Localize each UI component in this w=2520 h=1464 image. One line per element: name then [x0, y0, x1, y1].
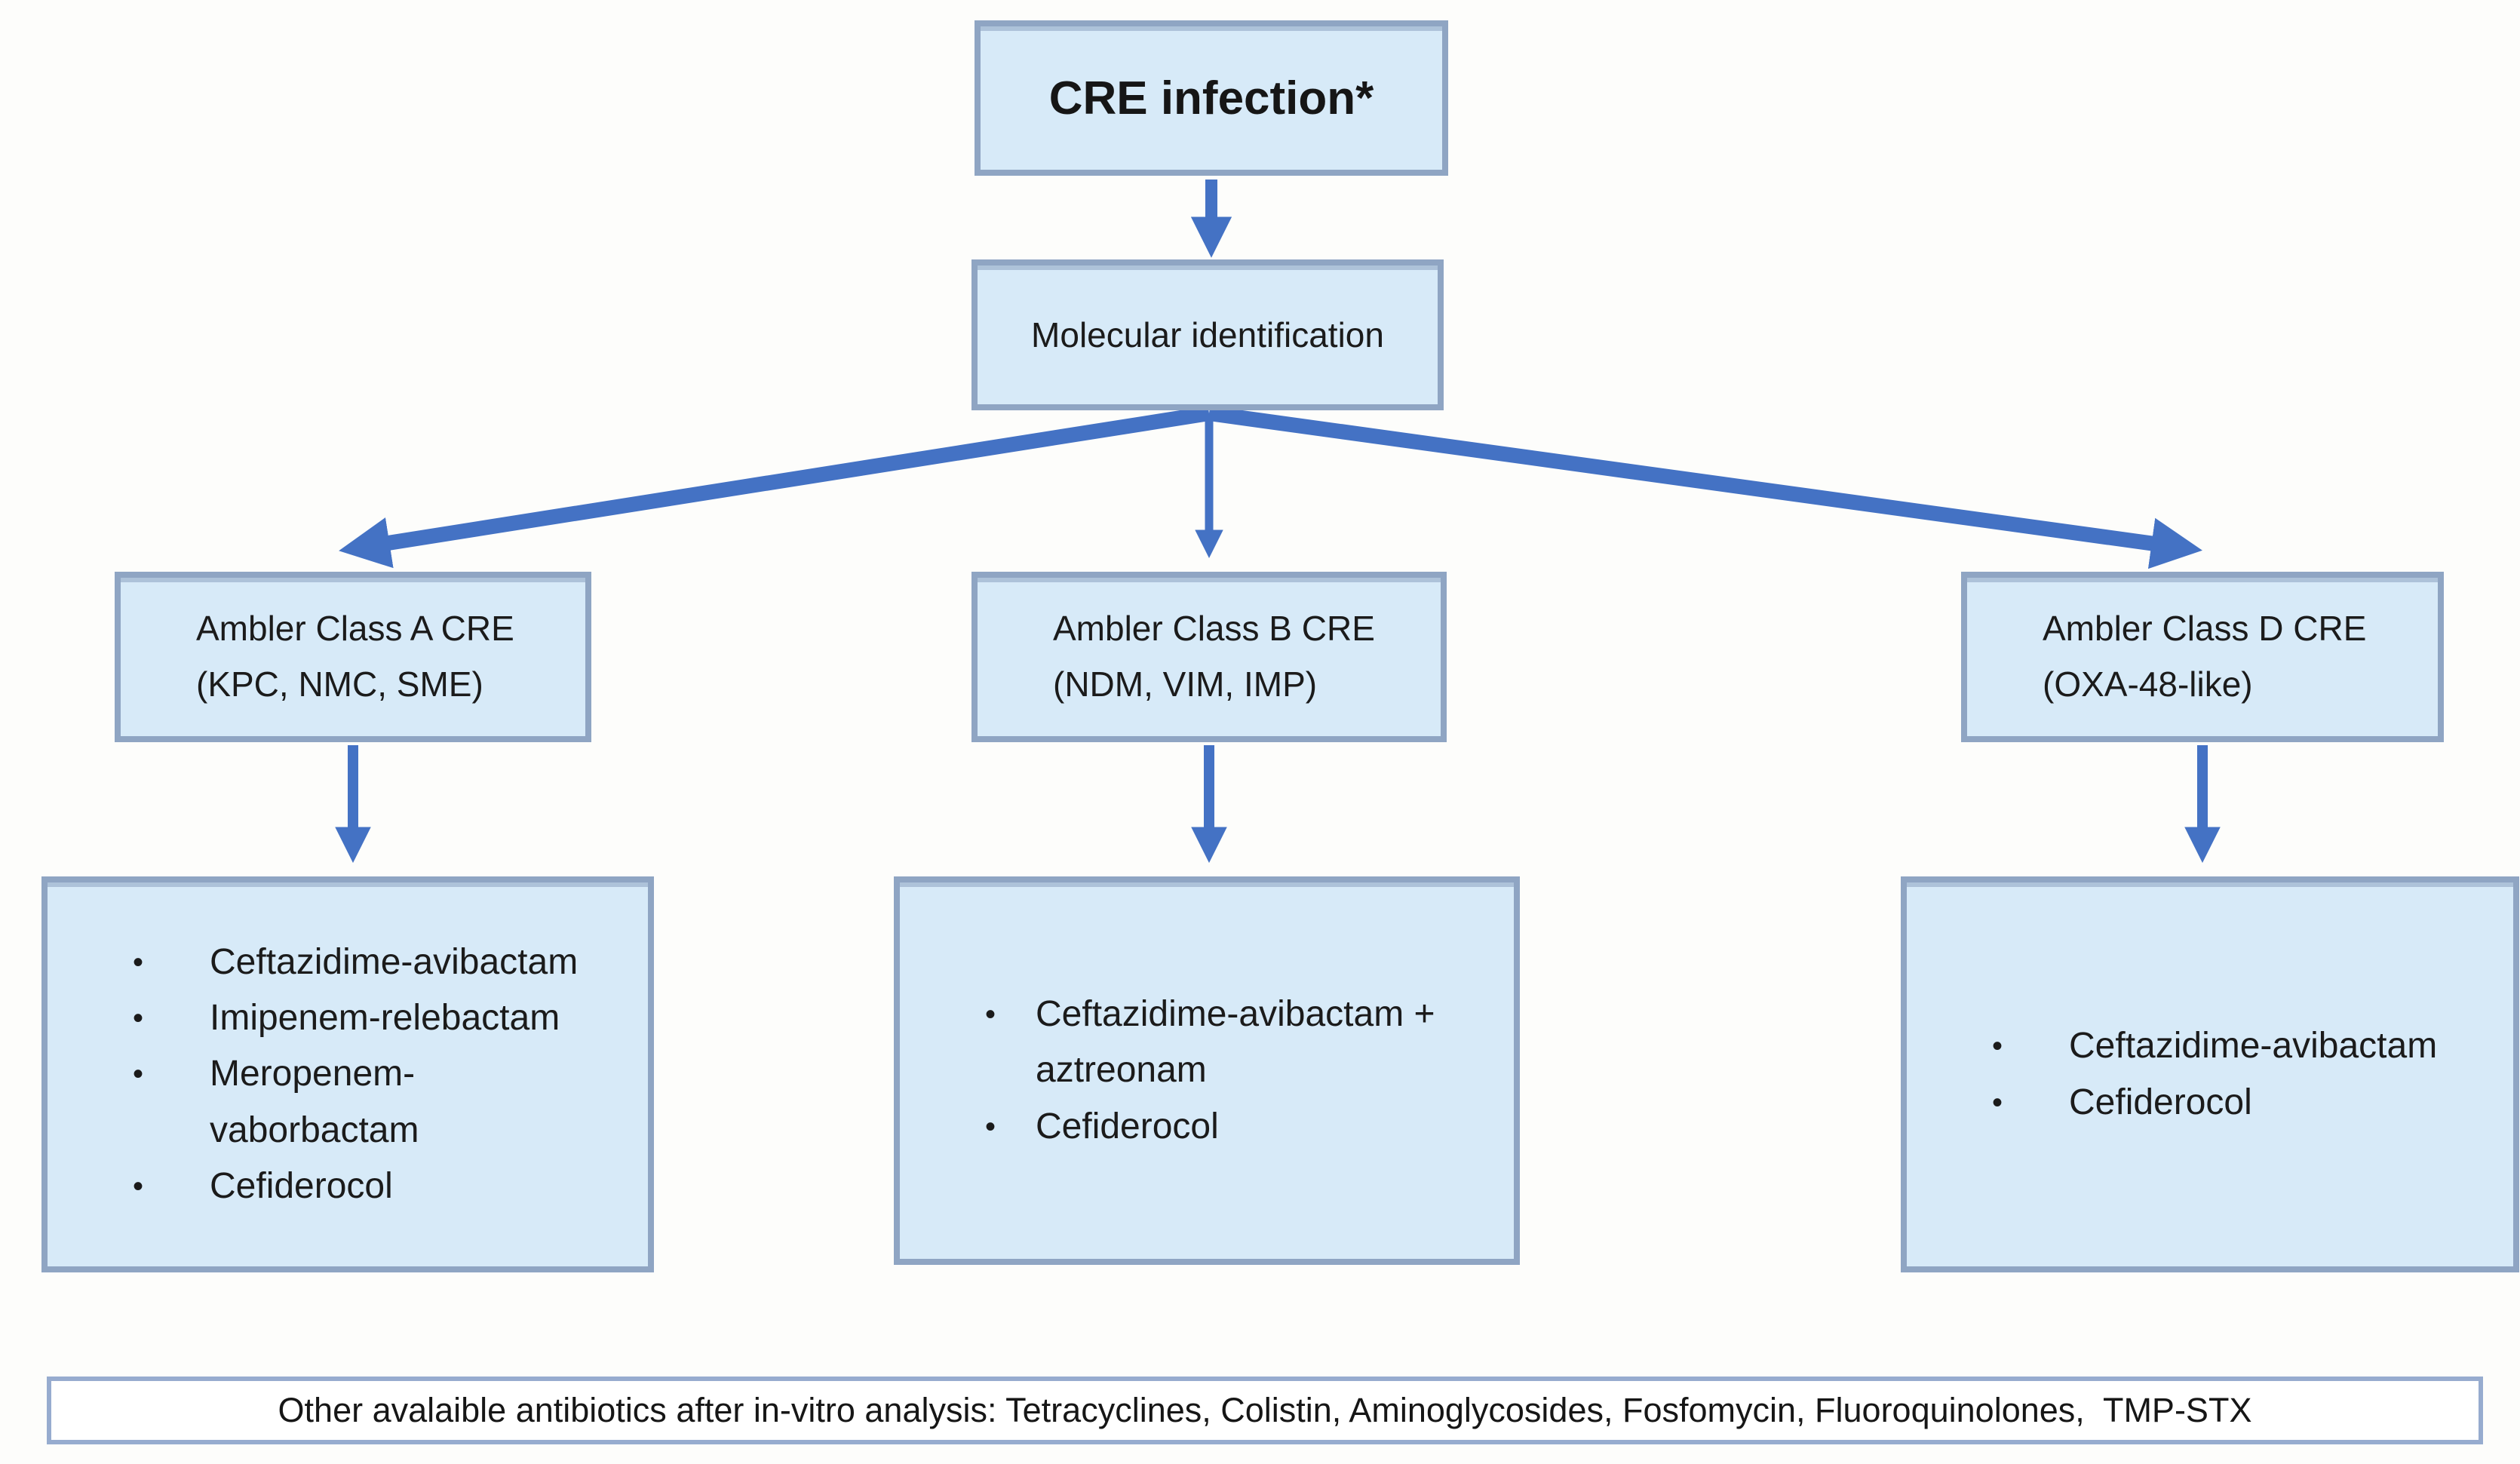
list-item: • Cefiderocol [1986, 1075, 2491, 1131]
drug-name: Ceftazidime-avibactam [2069, 1026, 2438, 1067]
bullet-marker: • [132, 1001, 143, 1035]
class-d-name: Ambler Class D CRE [2043, 609, 2367, 649]
bullet-marker: • [1991, 1030, 2003, 1063]
node-ambler-class-b: Ambler Class B CRE (NDM, VIM, IMP) [971, 572, 1447, 742]
drug-name: Cefiderocol [210, 1166, 393, 1207]
drug-name: Cefiderocol [2069, 1082, 2252, 1122]
class-b-name: Ambler Class B CRE [1053, 609, 1375, 649]
class-d-enzymes: (OXA-48-like) [2043, 664, 2253, 704]
node-cre-infection: CRE infection* [975, 20, 1448, 176]
bullet-marker: • [132, 945, 143, 979]
bullet-marker: • [1991, 1085, 2003, 1119]
bullet-marker: • [984, 1110, 996, 1143]
list-item: • Cefiderocol [979, 1099, 1491, 1155]
node-treatment-class-a: • Ceftazidime-avibactam • Imipenem-releb… [41, 876, 654, 1272]
list-item: • Cefiderocol [127, 1159, 625, 1214]
class-a-name: Ambler Class A CRE [196, 609, 514, 649]
list-item: • Ceftazidime-avibactam [127, 935, 625, 990]
bullet-marker: • [132, 1170, 143, 1204]
drug-name: Imipenem-relebactam [210, 997, 560, 1038]
node-molecular-identification: Molecular identification [971, 259, 1444, 410]
drug-name: Ceftazidime-avibactam + aztreonam [1036, 993, 1435, 1091]
bullet-marker: • [132, 1057, 143, 1091]
drug-name: Meropenem- vaborbactam [210, 1054, 419, 1150]
class-a-enzymes: (KPC, NMC, SME) [196, 664, 483, 704]
footer-text: Other avalaible antibiotics after in-vit… [278, 1391, 2252, 1429]
cre-infection-label: CRE infection* [1048, 72, 1374, 124]
molecular-identification-label: Molecular identification [1031, 315, 1384, 354]
footer-other-antibiotics: Other avalaible antibiotics after in-vit… [47, 1377, 2483, 1444]
list-item: • Ceftazidime-avibactam + aztreonam [979, 987, 1491, 1099]
drug-name: Cefiderocol [1036, 1106, 1219, 1146]
node-ambler-class-a: Ambler Class A CRE (KPC, NMC, SME) [115, 572, 591, 742]
list-item: • Meropenem- vaborbactam [127, 1046, 625, 1159]
drug-name: Ceftazidime-avibactam [210, 941, 579, 982]
arrow-molecular-to-class-d [1208, 406, 2202, 569]
node-treatment-class-d: • Ceftazidime-avibactam • Cefiderocol [1901, 876, 2519, 1272]
list-item: • Ceftazidime-avibactam [1986, 1018, 2491, 1074]
list-item: • Imipenem-relebactam [127, 990, 625, 1046]
bullet-marker: • [984, 997, 996, 1031]
class-b-enzymes: (NDM, VIM, IMP) [1053, 664, 1318, 704]
node-ambler-class-d: Ambler Class D CRE (OXA-48-like) [1961, 572, 2444, 742]
node-treatment-class-b: • Ceftazidime-avibactam + aztreonam • Ce… [894, 876, 1520, 1265]
arrow-molecular-to-class-a [339, 406, 1211, 569]
